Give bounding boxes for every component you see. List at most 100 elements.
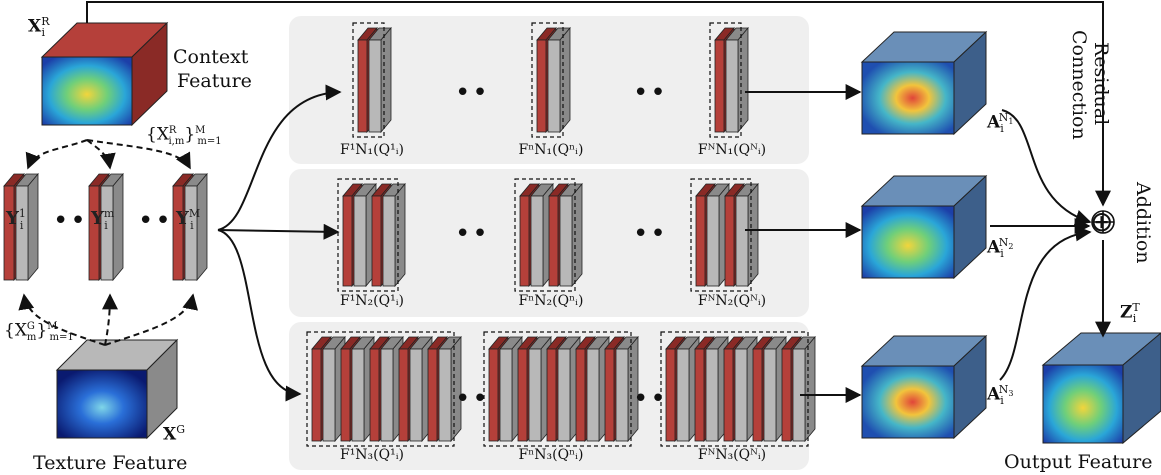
y-stack-1-gray-side [27,172,39,282]
context-to-yM [86,139,191,170]
block-row2-2-gray-0-front [530,195,544,287]
context-split-set-label: {XRi,m}Mm=1 [146,124,222,148]
block-row3-1-red-2-front [369,348,380,442]
block-row1-2-dashed-outline [531,22,564,138]
y-stack-m [88,172,124,282]
func-row1-1: F¹N₁(Q¹ᵢ) [339,142,405,158]
y-stack-M-gray-front [184,185,198,281]
attention-cube-1-front [861,61,955,135]
block-row1-2-red-0-front [536,39,547,133]
func-row3-1: F¹N₃(Q¹ᵢ) [339,447,405,463]
addition-cross [1092,211,1114,233]
block-row2-1-red-1-front [371,195,382,287]
block-row1-3-red-0-front [714,39,725,133]
block-row2-2-gray-1 [559,182,583,288]
block-row2-3-gray-1-front [735,195,749,287]
block-row1-3-dashed-outline [709,22,742,138]
block-row1-2 [531,22,571,138]
a1-to-add [1001,109,1092,226]
block-row3-1-red-0-front [311,348,322,442]
block-row2-3-gray-1 [735,182,759,288]
block-row3-1-gray-3-front [409,348,423,442]
a3-label: AiN3 [987,383,1014,408]
residual-label-1: Residual [1090,42,1112,126]
context-feature-label-1: Context [173,46,249,68]
y-stack-M-red-front [172,185,184,281]
block-row1-1-gray-0 [368,26,392,134]
y-to-row1 [217,84,342,231]
ellipsis-row2-b: •• [633,219,668,249]
z-label: ZTi [1120,301,1140,326]
block-row2-2-red-0-front [519,195,530,287]
texture-to-y1 [18,293,106,346]
block-row2-3-red-0-front [695,195,706,287]
y-stack-m-gray [100,172,124,282]
context-feature-cube-front [41,56,133,126]
context-to-y1 [25,139,88,170]
y-stack-1-gray-front [15,185,29,281]
ellipsis-row2-a: •• [455,219,490,249]
block-row3-3-red-0-front [665,348,676,442]
func-row1-2: FⁿN₁(Qⁿᵢ) [518,142,584,158]
block-row3-2-red-0-front [488,348,499,442]
block-row3-3-gray-2-front [734,348,748,442]
texture-feature-label: Texture Feature [33,452,188,474]
block-row1-2-gray-0-front [547,39,561,133]
y-stack-m-red-front [88,185,100,281]
block-row2-2-gray-1-front [559,195,573,287]
block-row1-2-gray-0-side [559,26,571,134]
texture-to-ym [101,293,118,346]
addition-label: Addition [1132,182,1154,264]
block-row2-2-gray-1-side [571,182,583,288]
block-row3-3-red-3-front [752,348,763,442]
block-row3-3-dashed-outline [660,331,809,447]
block-row3-2-gray-2-front [557,348,571,442]
block-row1-3 [709,22,749,138]
func-row2-2: FⁿN₂(Qⁿᵢ) [518,293,584,309]
block-row2-3-gray-0-front [706,195,720,287]
y-stack-1 [3,172,39,282]
y-stack-1-gray [15,172,39,282]
func-row3-2: FⁿN₃(Qⁿᵢ) [518,447,584,463]
block-row2-3-dashed-outline [690,178,752,292]
block-row3-2-red-3-front [575,348,586,442]
block-row3-1 [306,331,462,447]
func-row2-1: F¹N₂(Q¹ᵢ) [339,293,405,309]
ellipsis-row3-a: •• [455,384,490,414]
block-row2-1-gray-0-front [353,195,367,287]
block-row1-1-gray-0-front [368,39,382,133]
block-row2-2-dashed-outline [514,178,576,292]
addition-symbol: ⊕ [1090,205,1114,238]
ellipsis-row1-a: •• [455,78,490,108]
ellipsis-row3-b: •• [633,384,668,414]
texture-to-yM [104,293,198,346]
block-row2-1-gray-1 [382,182,406,288]
y-stack-M-gray [184,172,208,282]
texture-feature-cube [55,338,179,440]
texture-x-label: XG [163,423,185,445]
a2-label: AiN2 [987,236,1014,261]
func-row1-3: FᴺN₁(Qᴺᵢ) [697,142,767,158]
ellipsis-row1-b: •• [633,78,668,108]
block-row1-3-gray-0-side [737,26,749,134]
block-row3-2 [483,331,639,447]
block-row3-2-red-1-front [517,348,528,442]
y-stack-m-gray-front [100,185,114,281]
block-row3-2-gray-1-front [528,348,542,442]
block-row3-3-gray-0-front [676,348,690,442]
yM-label: YMi [176,207,201,232]
output-feature-cube [1041,332,1161,445]
ellipsis-y-1: •• [53,206,88,236]
block-row2-1-gray-1-side [394,182,406,288]
block-row2-3-red-1-front [724,195,735,287]
attention-cube-2-front [861,205,955,279]
func-row2-3: FᴺN₂(Qᴺᵢ) [697,293,767,309]
block-row3-3-red-1-front [694,348,705,442]
ym-label: Ymi [91,207,115,232]
attention-cube-3-front [861,365,955,439]
block-row1-1-gray-0-side [380,26,392,134]
block-row3-2-gray-4-front [615,348,629,442]
block-row2-1-gray-1-front [382,195,396,287]
block-row3-2-red-4-front [604,348,615,442]
